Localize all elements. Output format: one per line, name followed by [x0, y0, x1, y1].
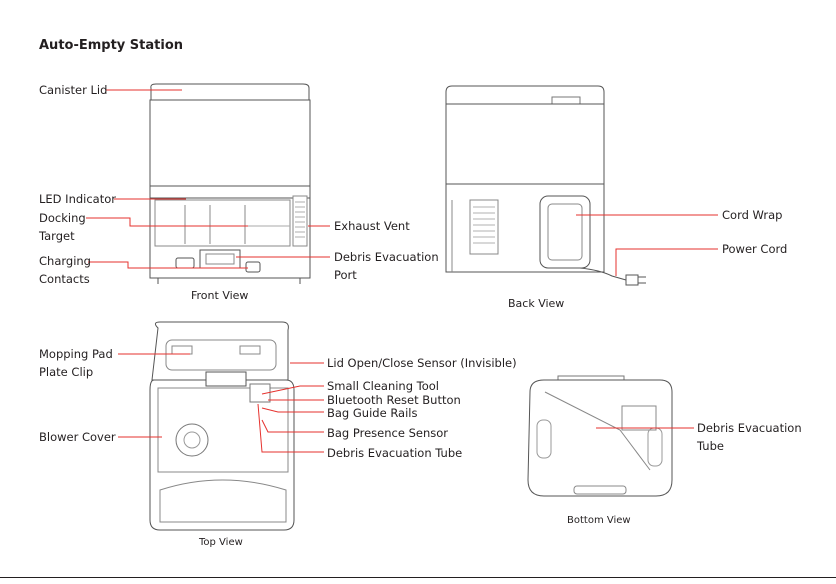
label-power-cord: Power Cord [722, 242, 788, 256]
caption-front-view: Front View [191, 289, 249, 302]
label-cord-wrap: Cord Wrap [722, 208, 783, 222]
label-charging-contacts-line2: Contacts [39, 272, 90, 286]
leader-lines [86, 89, 718, 453]
label-debris-port-line2: Port [334, 268, 357, 282]
front-view-station [149, 83, 311, 284]
label-bag-presence-sensor: Bag Presence Sensor [327, 426, 449, 440]
label-bluetooth-reset-button: Bluetooth Reset Button [327, 393, 461, 407]
label-docking-target-line1: Docking [39, 211, 86, 225]
label-debris-port-line1: Debris Evacuation [334, 250, 439, 264]
label-canister-lid: Canister Lid [39, 83, 108, 97]
bottom-divider [0, 577, 836, 578]
label-bottom-debris-tube-line1: Debris Evacuation [697, 421, 802, 435]
label-led-indicator: LED Indicator [39, 192, 117, 206]
top-view-station [149, 321, 295, 531]
label-bottom-debris-tube-line2: Tube [697, 439, 724, 453]
label-exhaust-vent: Exhaust Vent [334, 219, 410, 233]
caption-top-view: Top View [199, 537, 243, 548]
caption-bottom-view: Bottom View [567, 515, 631, 526]
label-lid-sensor: Lid Open/Close Sensor (Invisible) [327, 356, 517, 370]
label-bag-guide-rails: Bag Guide Rails [327, 406, 418, 420]
caption-back-view: Back View [508, 297, 565, 310]
label-docking-target-line2: Target [39, 229, 75, 243]
bottom-view-station [527, 375, 673, 497]
label-small-cleaning-tool: Small Cleaning Tool [327, 379, 440, 393]
label-charging-contacts-line1: Charging [39, 254, 91, 268]
label-mopping-pad-line2: Plate Clip [39, 365, 94, 379]
label-blower-cover: Blower Cover [39, 430, 116, 444]
label-mopping-pad-line1: Mopping Pad [39, 347, 113, 361]
label-debris-evacuation-tube: Debris Evacuation Tube [327, 446, 463, 460]
back-view-station [445, 85, 646, 286]
page-title: Auto-Empty Station [39, 38, 184, 53]
